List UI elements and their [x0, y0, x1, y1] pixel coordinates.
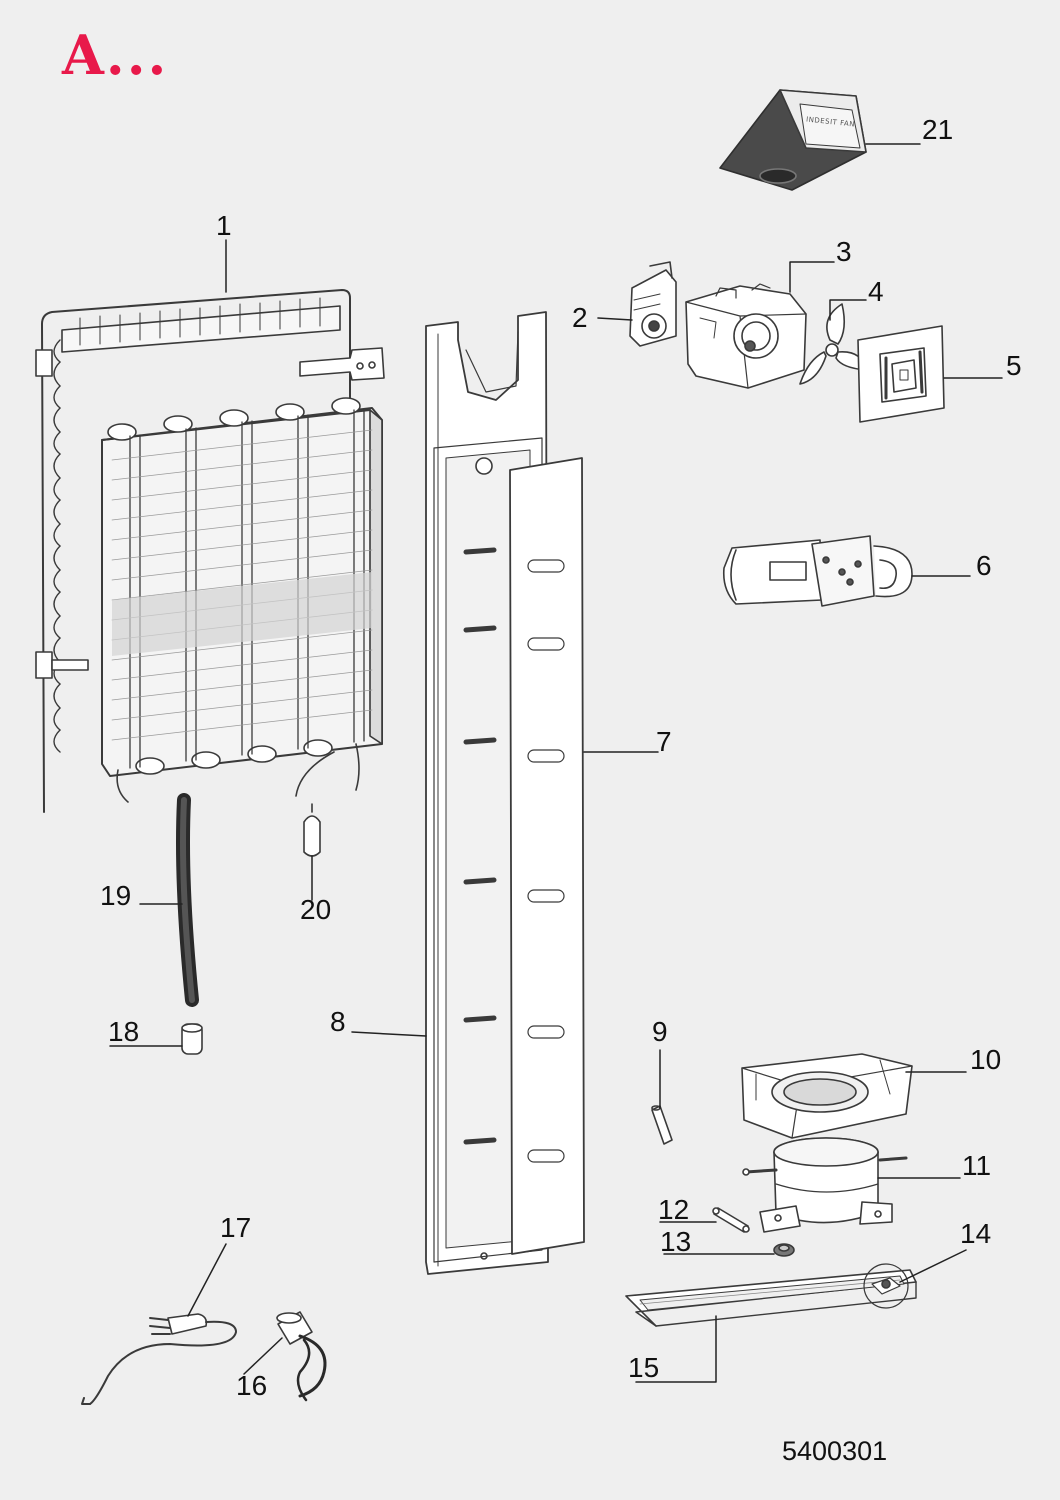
leader-line-3	[789, 261, 835, 293]
callout-14: 14	[960, 1218, 992, 1249]
callout-4: 4	[868, 276, 884, 307]
capacitor-icon	[276, 1311, 327, 1402]
leader-line-14	[899, 1249, 967, 1283]
grommet-icon	[773, 1243, 795, 1257]
damper-motor-icon	[629, 261, 677, 347]
callout-9: 9	[652, 1016, 668, 1047]
power-plug-icon	[81, 1313, 237, 1405]
callout-12: 12	[658, 1194, 690, 1225]
fan-housing-icon	[685, 283, 807, 389]
callout-21: 21	[922, 114, 954, 145]
evaporator-panel-icon	[509, 457, 585, 1255]
thermostat-icon	[722, 535, 913, 607]
leader-line-2	[597, 317, 633, 321]
callout-1: 1	[216, 210, 232, 241]
callout-5: 5	[1006, 350, 1022, 381]
page-title: A...	[62, 23, 169, 87]
drip-tray-icon	[741, 1053, 913, 1139]
base-plate-icon	[625, 1269, 917, 1327]
callout-16: 16	[236, 1370, 268, 1401]
control-box-icon	[719, 89, 867, 191]
callout-15: 15	[628, 1352, 660, 1383]
leader-line-15	[635, 1315, 717, 1383]
callout-13: 13	[660, 1226, 692, 1257]
callout-6: 6	[976, 550, 992, 581]
leader-line-17	[187, 1243, 227, 1317]
callout-8: 8	[330, 1006, 346, 1037]
leader-line-4	[829, 299, 867, 321]
callout-2: 2	[572, 302, 588, 333]
mounting-detail-icon	[863, 1263, 909, 1309]
callout-7: 7	[656, 726, 672, 757]
condenser-coil-icon	[35, 289, 385, 813]
compressor-icon	[742, 1137, 908, 1233]
pin-icon	[651, 1105, 673, 1145]
callout-19: 19	[100, 880, 132, 911]
callout-18: 18	[108, 1016, 140, 1047]
callout-17: 17	[220, 1212, 252, 1243]
cap-icon	[181, 1023, 203, 1055]
callout-3: 3	[836, 236, 852, 267]
filter-drier-icon	[303, 803, 321, 857]
callout-10: 10	[970, 1044, 1002, 1075]
leader-line-16	[243, 1337, 283, 1375]
drawing-code: 5400301	[782, 1436, 888, 1466]
fan-blade-icon	[799, 303, 867, 385]
leader-line-8	[351, 1031, 427, 1037]
callout-20: 20	[300, 894, 332, 925]
drain-hose-icon	[176, 793, 199, 1007]
callout-11: 11	[962, 1150, 992, 1181]
clip-icon	[712, 1207, 750, 1233]
fan-cover-icon	[857, 325, 945, 423]
